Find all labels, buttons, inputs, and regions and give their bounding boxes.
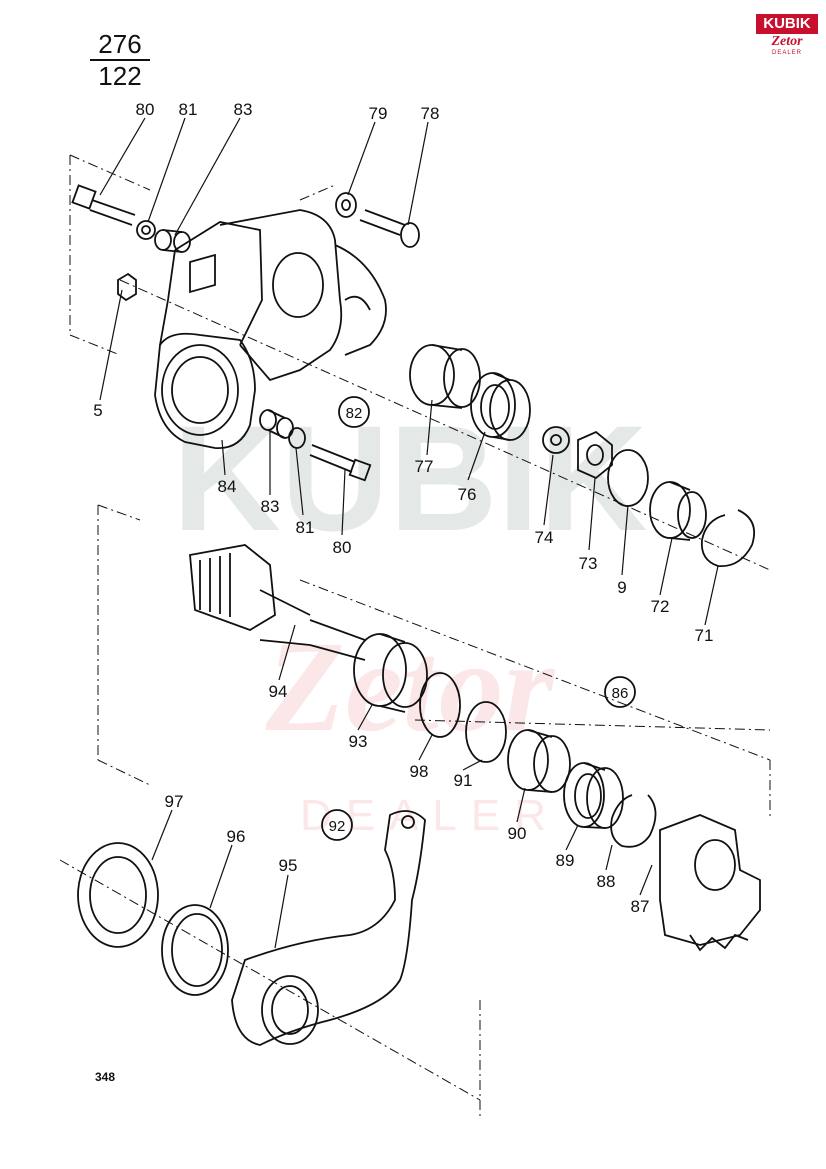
group-circle-86 bbox=[604, 676, 636, 708]
label-73: 73 bbox=[579, 554, 598, 573]
logo-brand: KUBIK bbox=[756, 14, 818, 34]
washer-96 bbox=[161, 904, 229, 996]
label-79: 79 bbox=[369, 104, 388, 123]
label-96: 96 bbox=[227, 827, 246, 846]
bolt-80-top bbox=[71, 184, 136, 226]
label-93: 93 bbox=[349, 732, 368, 751]
ring-98 bbox=[419, 672, 461, 738]
bolt-80-bottom bbox=[309, 444, 372, 482]
housing-84 bbox=[154, 209, 387, 449]
diagram-reference: 276 122 bbox=[90, 30, 150, 90]
label-83-top: 83 bbox=[234, 100, 253, 119]
group-86: 86 bbox=[612, 685, 629, 702]
label-80-top: 80 bbox=[136, 100, 155, 119]
spacer-83-top bbox=[154, 229, 191, 253]
group-82: 82 bbox=[346, 405, 363, 422]
label-81-top: 81 bbox=[179, 100, 198, 119]
circlip-88 bbox=[610, 794, 657, 848]
label-78: 78 bbox=[421, 104, 440, 123]
lockwasher-74 bbox=[542, 426, 570, 454]
logo-sub: Zetor bbox=[771, 34, 803, 49]
group-circle-82 bbox=[338, 396, 370, 428]
label-9: 9 bbox=[617, 578, 626, 597]
label-81-bottom: 81 bbox=[296, 518, 315, 537]
label-98: 98 bbox=[410, 762, 429, 781]
bearing-76 bbox=[470, 372, 531, 441]
bearing-89 bbox=[563, 762, 624, 829]
fraction-bar bbox=[90, 59, 150, 61]
reference-numerator: 276 bbox=[98, 29, 142, 59]
nut-73 bbox=[577, 430, 613, 480]
spacer-83-bottom bbox=[259, 409, 294, 439]
label-91: 91 bbox=[454, 771, 473, 790]
label-87: 87 bbox=[631, 897, 650, 916]
yoke-93 bbox=[353, 633, 428, 713]
label-71: 71 bbox=[695, 626, 714, 645]
label-97: 97 bbox=[165, 792, 184, 811]
label-89: 89 bbox=[556, 851, 575, 870]
logo-tag: DEALER bbox=[771, 50, 802, 56]
page-number: 348 bbox=[95, 1070, 116, 1084]
watermark: KUBIK Zetor DEALER bbox=[173, 394, 648, 840]
leader-lines bbox=[99, 117, 719, 949]
group-92: 92 bbox=[329, 818, 346, 835]
label-88: 88 bbox=[597, 872, 616, 891]
watermark-brand: KUBIK bbox=[173, 394, 648, 562]
label-72: 72 bbox=[651, 597, 670, 616]
cup-90 bbox=[507, 729, 571, 793]
label-76: 76 bbox=[458, 485, 477, 504]
label-95: 95 bbox=[279, 856, 298, 875]
watermark-sub: Zetor bbox=[265, 615, 556, 759]
label-90: 90 bbox=[508, 824, 527, 843]
sector-87 bbox=[659, 814, 761, 952]
ring-91 bbox=[465, 701, 507, 763]
label-84: 84 bbox=[218, 477, 237, 496]
lock-79 bbox=[335, 192, 357, 218]
circlip-71 bbox=[700, 509, 756, 568]
label-77: 77 bbox=[415, 457, 434, 476]
label-94: 94 bbox=[269, 682, 288, 701]
bolt-78 bbox=[359, 209, 420, 248]
label-83-bottom: 83 bbox=[261, 497, 280, 516]
label-80-bottom: 80 bbox=[333, 538, 352, 557]
label-74: 74 bbox=[535, 528, 554, 547]
label-5: 5 bbox=[93, 401, 102, 420]
cap-72 bbox=[649, 481, 707, 541]
group-circle-92 bbox=[321, 809, 353, 841]
nut-5 bbox=[117, 272, 137, 302]
kubik-zetor-logo: KUBIK Zetor DEALER bbox=[756, 14, 818, 70]
nut-97 bbox=[77, 842, 159, 948]
washer-81-top bbox=[136, 220, 156, 240]
dash-dot-frames bbox=[59, 154, 771, 1120]
arm-95 bbox=[231, 810, 426, 1046]
washer-81-bottom bbox=[288, 427, 306, 449]
reference-denominator: 122 bbox=[98, 61, 142, 91]
